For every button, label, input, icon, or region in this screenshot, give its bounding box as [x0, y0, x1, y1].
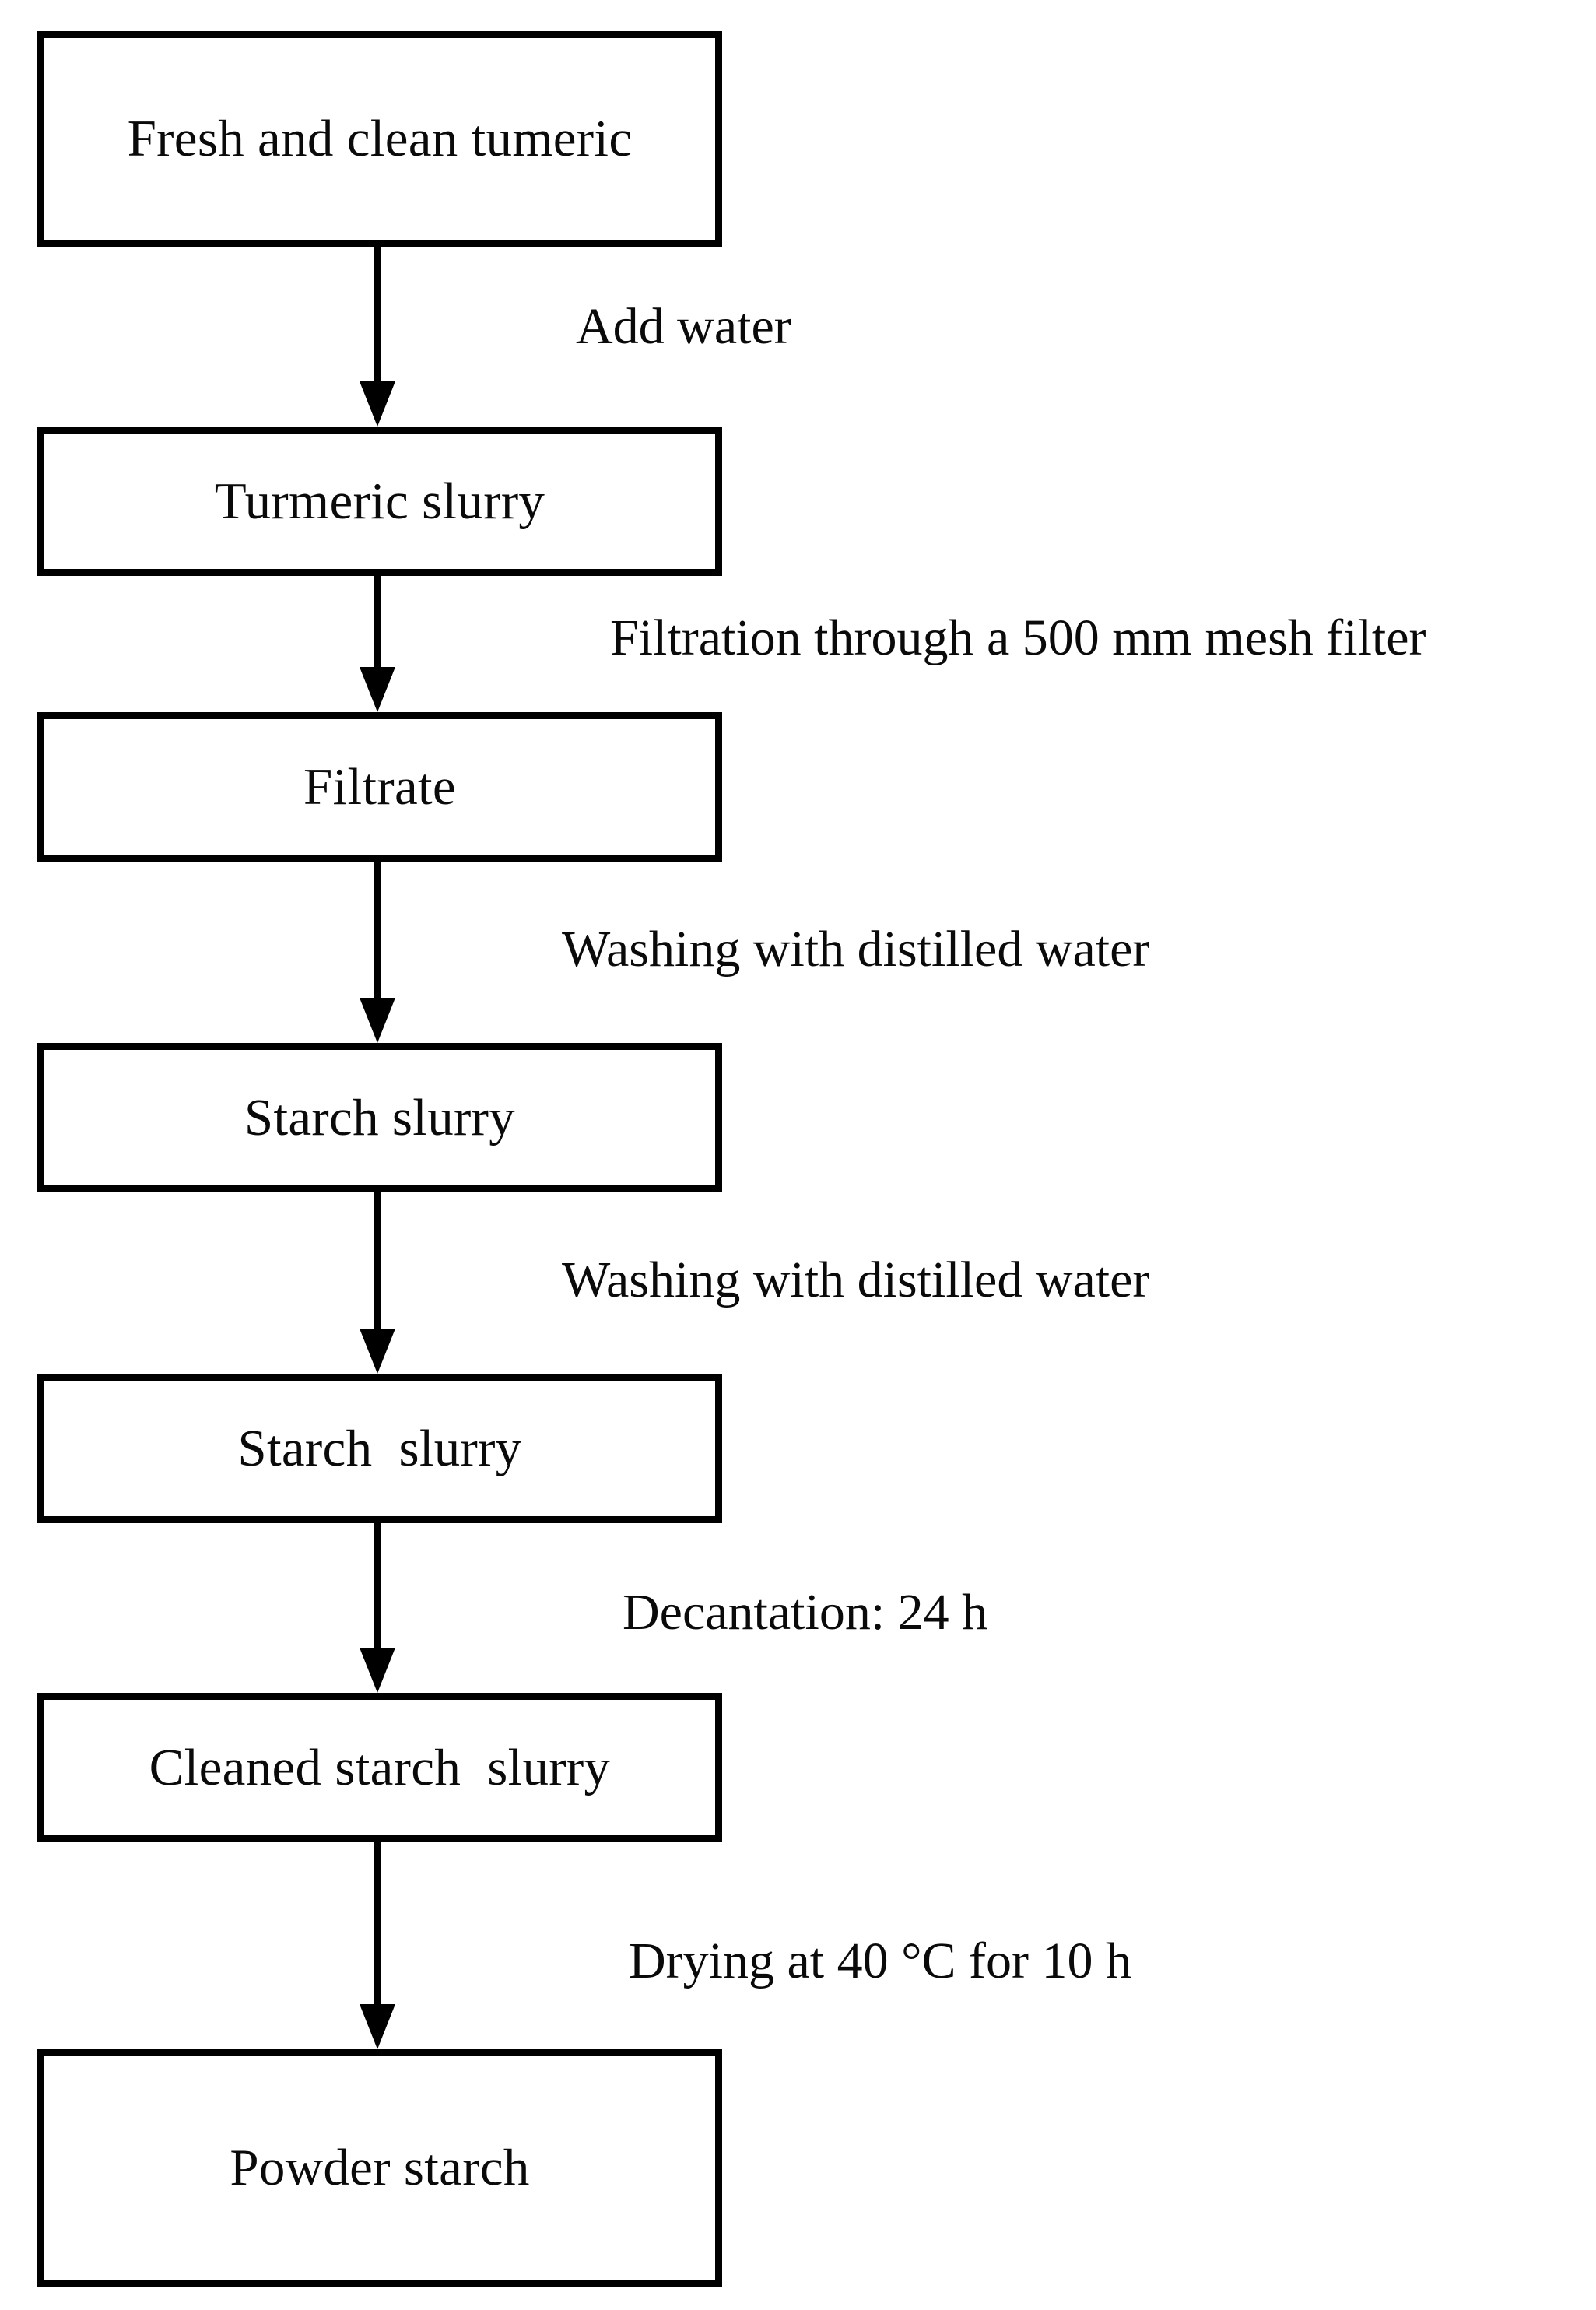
node-label: Cleaned starch slurry: [149, 1738, 611, 1796]
arrow-head-icon: [360, 1329, 395, 1374]
process-node-filtrate: Filtrate: [37, 712, 722, 862]
arrow-head-icon: [360, 381, 395, 427]
connector-arrow-3: [360, 862, 395, 1043]
process-node-powder-starch: Powder starch: [37, 2049, 722, 2287]
edge-label-decantation-24h: Decantation: 24 h: [623, 1584, 988, 1641]
arrow-stem: [374, 247, 381, 388]
edge-label-filtration-500mm-mesh: Filtration through a 500 mm mesh filter: [610, 609, 1426, 666]
edge-label-washing-distilled-water-2: Washing with distilled water: [562, 1252, 1150, 1308]
connector-arrow-5: [360, 1523, 395, 1693]
connector-arrow-4: [360, 1192, 395, 1374]
process-node-fresh-and-clean-tumeric: Fresh and clean tumeric: [37, 31, 722, 247]
edge-label-washing-distilled-water-1: Washing with distilled water: [562, 921, 1150, 978]
edge-label-drying-40c-10h: Drying at 40 °C for 10 h: [629, 1933, 1131, 1989]
process-node-cleaned-starch-slurry: Cleaned starch slurry: [37, 1693, 722, 1842]
process-node-starch-slurry: Starch slurry: [37, 1043, 722, 1192]
node-label: Fresh and clean tumeric: [127, 110, 633, 168]
connector-arrow-6: [360, 1842, 395, 2049]
arrow-head-icon: [360, 998, 395, 1043]
arrow-head-icon: [360, 1648, 395, 1693]
connector-arrow-2: [360, 576, 395, 712]
process-node-turmeric-slurry: Turmeric slurry: [37, 427, 722, 576]
node-label: Filtrate: [303, 757, 456, 816]
edge-label-add-water: Add water: [576, 298, 791, 355]
node-label: Turmeric slurry: [214, 472, 545, 530]
arrow-head-icon: [360, 667, 395, 712]
arrow-stem: [374, 576, 381, 673]
node-label: Starch slurry: [244, 1088, 516, 1146]
node-label: Starch slurry: [237, 1419, 522, 1477]
arrow-stem: [374, 1192, 381, 1335]
connector-arrow-1: [360, 247, 395, 427]
arrow-stem: [374, 1842, 381, 2010]
process-node-starch-slurry-washed: Starch slurry: [37, 1374, 722, 1523]
arrow-head-icon: [360, 2004, 395, 2049]
arrow-stem: [374, 862, 381, 1004]
node-label: Powder starch: [230, 2139, 530, 2197]
arrow-stem: [374, 1523, 381, 1654]
